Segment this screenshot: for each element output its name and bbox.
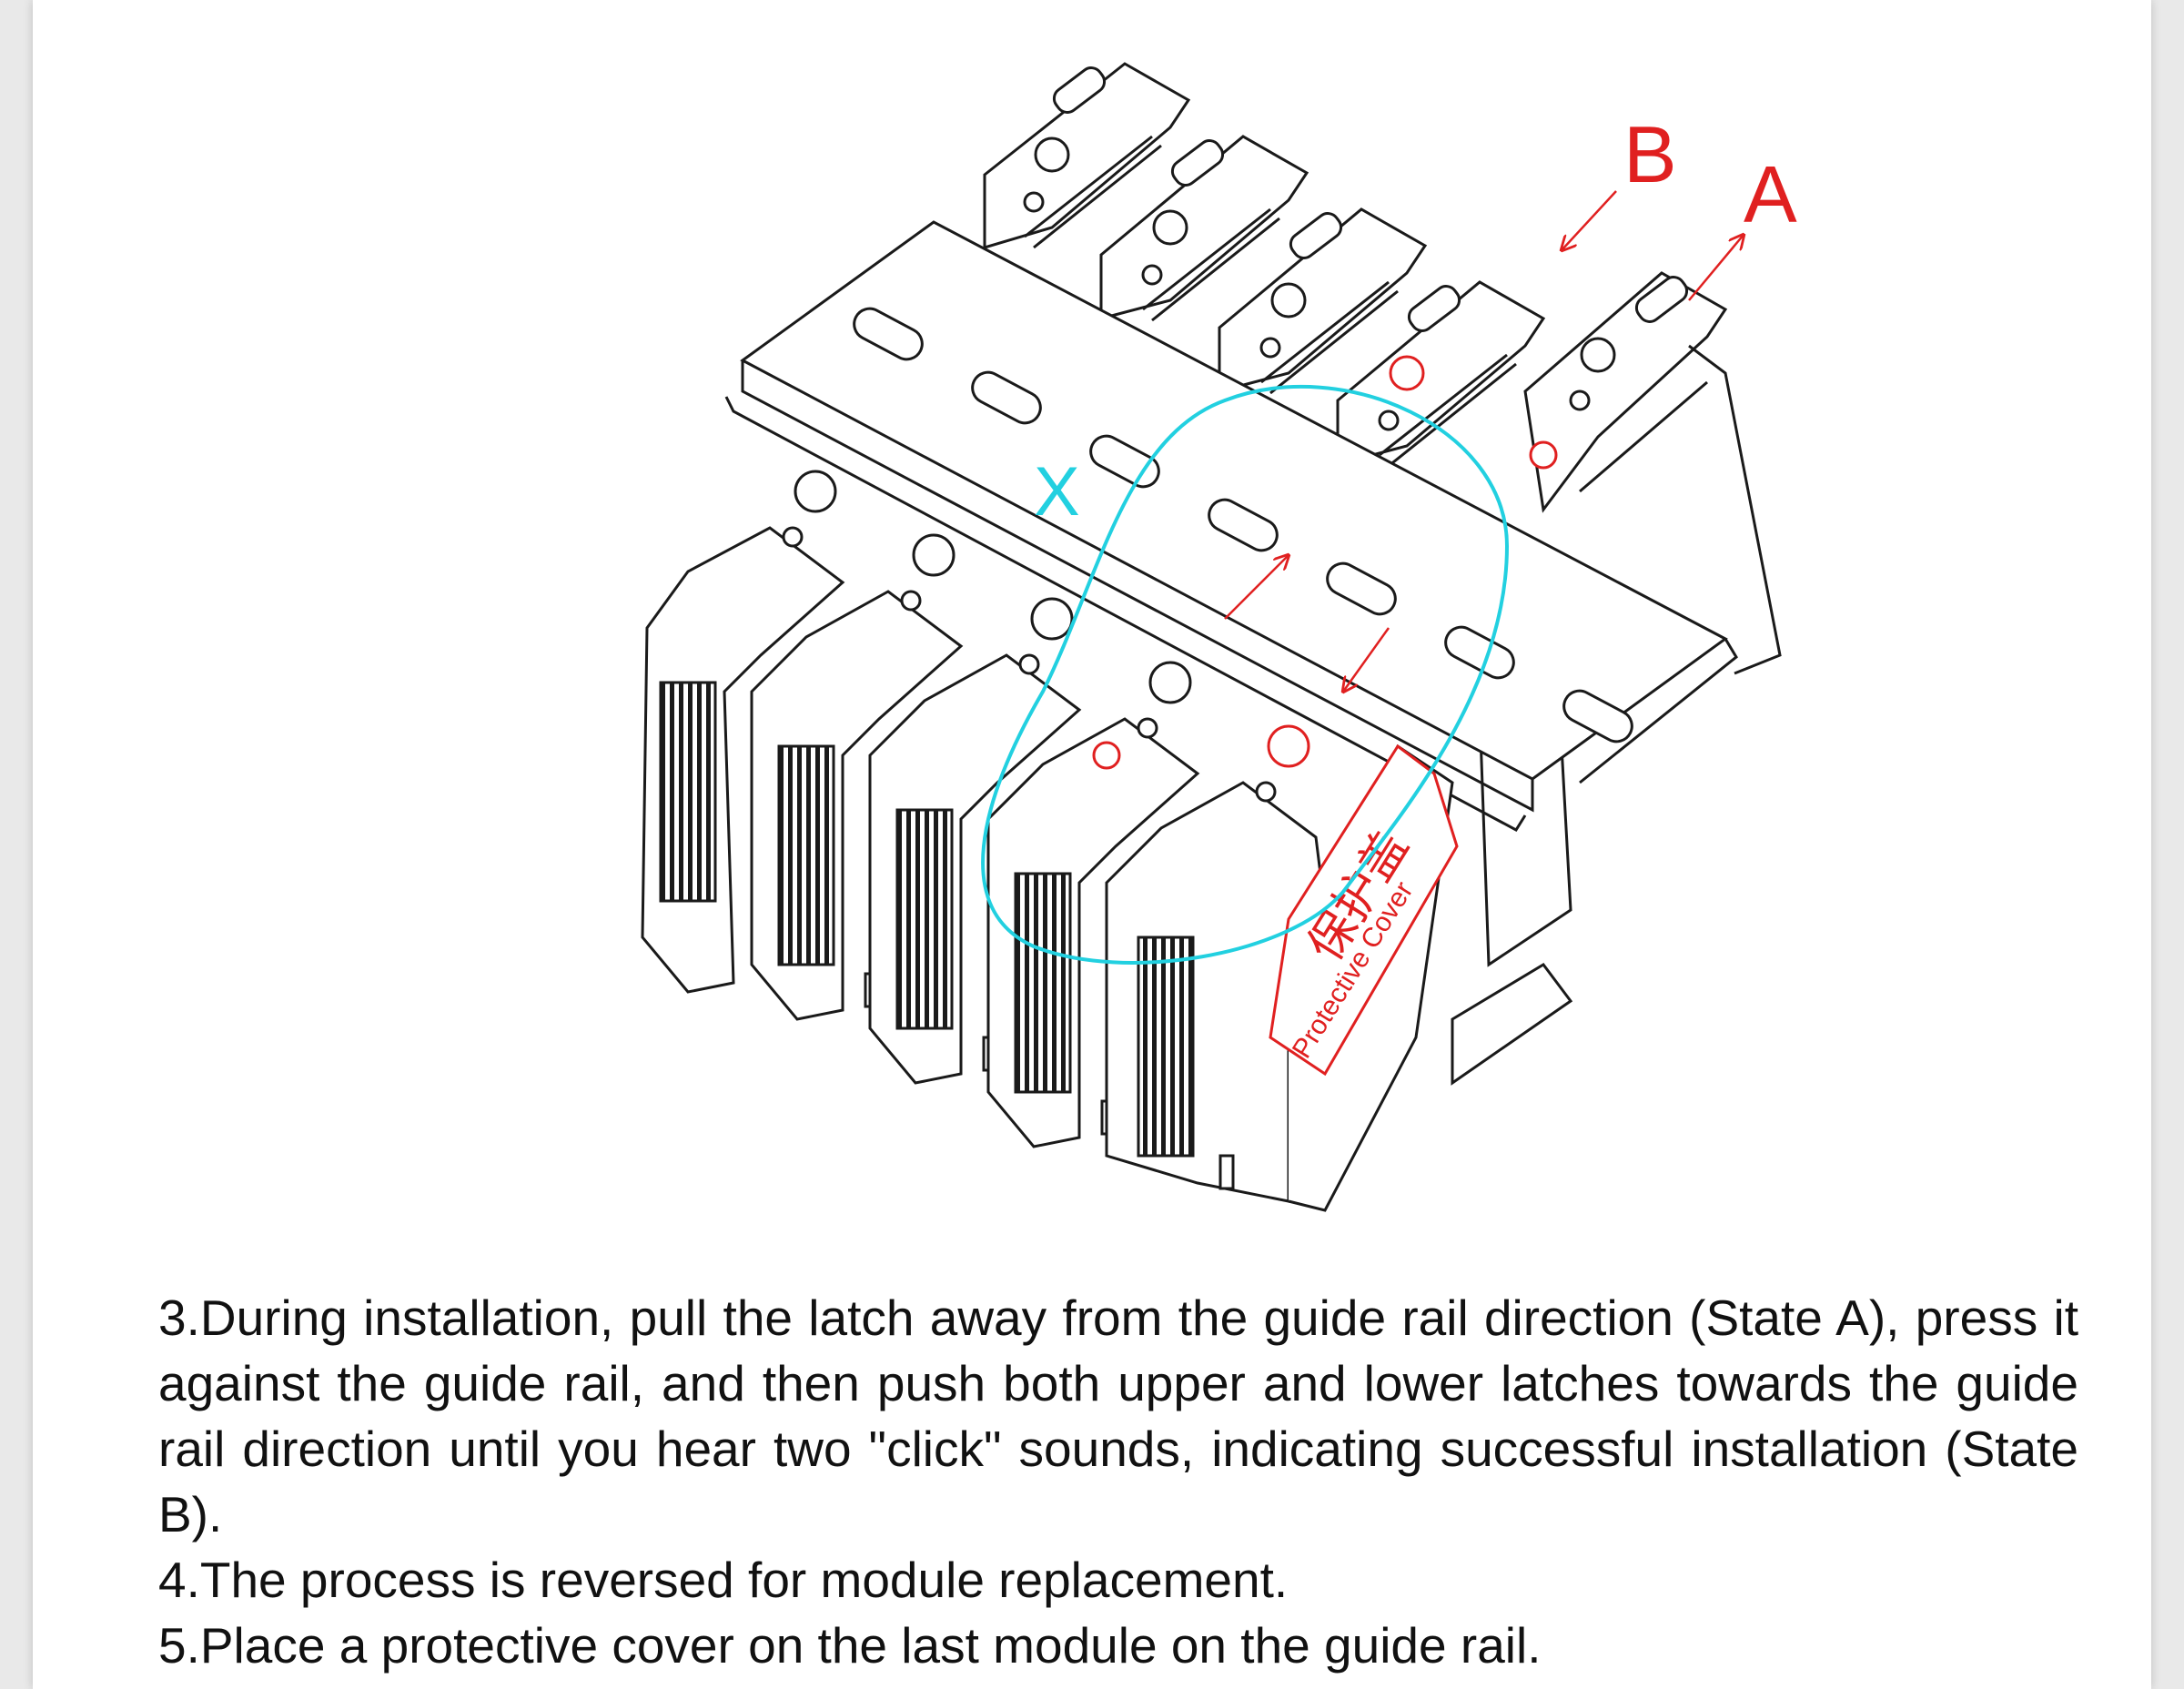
arrow-b (1562, 190, 1617, 250)
protective-cover: 保护盖 Protective Cover (1269, 743, 1459, 1077)
lower-module-4 (986, 661, 1200, 1148)
state-markers (1224, 190, 1744, 692)
label-x: X (1034, 453, 1080, 531)
step-4: 4.The process is reversed for module rep… (158, 1552, 1289, 1608)
instruction-steps: 3.During installation, pull the latch aw… (158, 1285, 2078, 1678)
lower-module-2 (750, 533, 964, 1021)
arrow-in (1343, 627, 1390, 692)
upper-module-2 (1099, 135, 1309, 322)
lower-module-1 (641, 470, 845, 994)
label-a: A (1744, 149, 1797, 239)
manual-page: 保护盖 Protective Cover X B A 3.During inst… (33, 0, 2151, 1689)
upper-module-5 (1523, 271, 1782, 675)
step-5: 5.Place a protective cover on the last m… (158, 1617, 1542, 1674)
step-3: 3.During installation, pull the latch aw… (158, 1290, 2078, 1542)
highlight-outline: X (981, 385, 1510, 965)
guide-rail (724, 220, 1738, 832)
upper-module-4 (1336, 280, 1546, 468)
upper-module-1 (983, 62, 1191, 250)
diagram-svg: 保护盖 Protective Cover X B A (641, 62, 1797, 1212)
lower-module-3 (868, 597, 1082, 1085)
arrow-a (1688, 235, 1744, 301)
arrow-out (1224, 555, 1289, 620)
label-b: B (1623, 109, 1677, 199)
installation-diagram: 保护盖 Protective Cover X B A (33, 0, 2151, 1247)
